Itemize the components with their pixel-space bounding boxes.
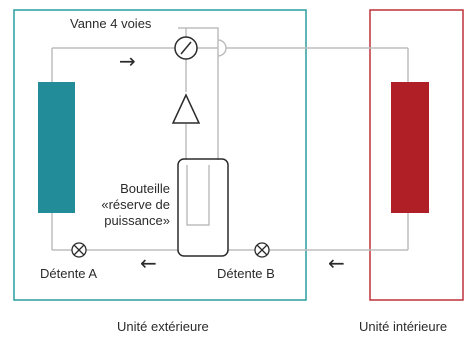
flow-arrow-left-icon: ←	[140, 251, 157, 275]
expansion-a-label: Détente A	[40, 266, 98, 281]
bottle-label-line-1: Bouteille	[120, 181, 170, 196]
power-reserve-bottle	[177, 158, 229, 257]
bottle-label-line-3: puissance»	[104, 213, 170, 228]
four-way-valve-label: Vanne 4 voies	[70, 16, 152, 31]
outdoor-unit-border	[13, 9, 307, 301]
outdoor-unit-label: Unité extérieure	[117, 319, 209, 334]
expansion-valve-a-icon	[71, 242, 87, 258]
refrigerant-piping	[51, 27, 409, 251]
flow-arrow-left-icon: ←	[328, 251, 345, 275]
four-way-valve-icon	[174, 36, 198, 60]
indoor-coil	[391, 82, 429, 213]
flow-arrow-right-icon: →	[119, 49, 136, 73]
outdoor-coil	[38, 82, 75, 213]
expansion-b-label: Détente B	[217, 266, 275, 281]
expansion-valve-b-icon	[254, 242, 270, 258]
bottle-label-line-2: «réserve de	[101, 197, 170, 212]
indoor-unit-label: Unité intérieure	[359, 319, 448, 334]
compressor-icon	[171, 93, 201, 124]
indoor-unit-border	[369, 9, 464, 301]
